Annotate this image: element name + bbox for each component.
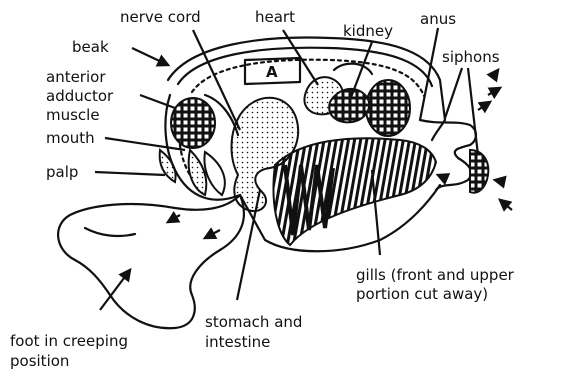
label-adductor: adductor [46, 87, 114, 105]
label-anus: anus [420, 10, 456, 28]
label-anterior: anterior [46, 68, 106, 86]
posterior-adductor-muscle [366, 80, 410, 136]
label-siphons: siphons [442, 48, 500, 66]
label-kidney: kidney [343, 22, 393, 40]
label-heart: heart [255, 8, 295, 26]
label-gills-line2: portion cut away) [356, 285, 488, 303]
label-palp: palp [46, 163, 78, 181]
label-mouth: mouth [46, 129, 95, 147]
gills [273, 138, 436, 245]
label-stomach-line1: stomach and [205, 313, 302, 331]
label-nerve-cord: nerve cord [120, 8, 201, 26]
label-beak: beak [72, 38, 109, 56]
label-foot-line1: foot in creeping [10, 332, 128, 350]
label-gills-line1: gills (front and upper [356, 266, 515, 284]
label-foot-line2: position [10, 352, 69, 370]
anterior-adductor-muscle [171, 98, 215, 148]
label-stomach-line2: intestine [205, 333, 270, 351]
foot [58, 195, 244, 328]
region-a-letter: A [266, 63, 278, 81]
label-muscle: muscle [46, 106, 100, 124]
region-a: A [245, 58, 300, 84]
